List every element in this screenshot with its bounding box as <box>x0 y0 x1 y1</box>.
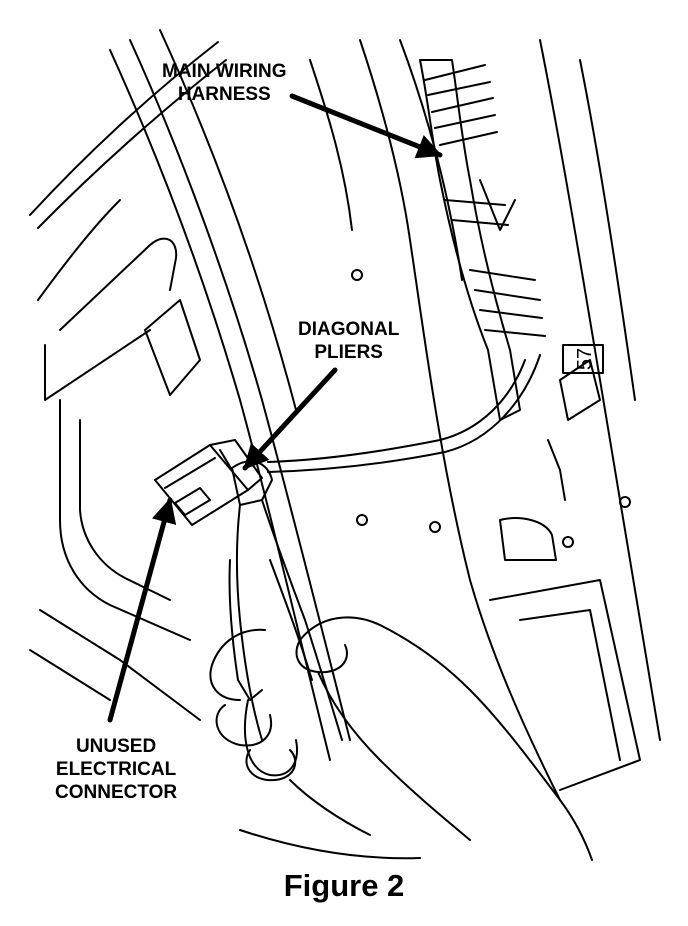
harness-leader-arrow <box>289 93 443 159</box>
tap-wire <box>267 354 541 473</box>
panel-stamp-label: 57 <box>574 348 596 370</box>
unused-connector-label: UNUSED ELECTRICAL CONNECTOR <box>55 735 177 804</box>
label-line: CONNECTOR <box>55 782 178 803</box>
diagonal-pliers <box>228 460 343 777</box>
main-wiring-harness <box>419 59 546 421</box>
door-frame-outline <box>29 29 661 860</box>
diagonal-pliers-label: DIAGONAL PLIERS <box>298 318 399 364</box>
panel-stamp-box <box>562 344 604 374</box>
unused-electrical-connector <box>154 439 263 526</box>
figure-caption: Figure 2 <box>283 868 405 903</box>
label-line: PLIERS <box>314 342 383 363</box>
label-line: UNUSED <box>75 736 157 757</box>
label-line: DIAGONAL <box>298 319 400 340</box>
main-wiring-harness-label: MAIN WIRING HARNESS <box>162 60 287 106</box>
label-line: MAIN WIRING <box>162 61 287 82</box>
hand <box>209 616 593 861</box>
label-line: HARNESS <box>177 84 271 105</box>
panel-holes <box>351 269 631 548</box>
connector-leader-arrow <box>107 497 177 723</box>
label-line: ELECTRICAL <box>55 759 177 780</box>
pliers-leader-arrow <box>242 367 338 471</box>
